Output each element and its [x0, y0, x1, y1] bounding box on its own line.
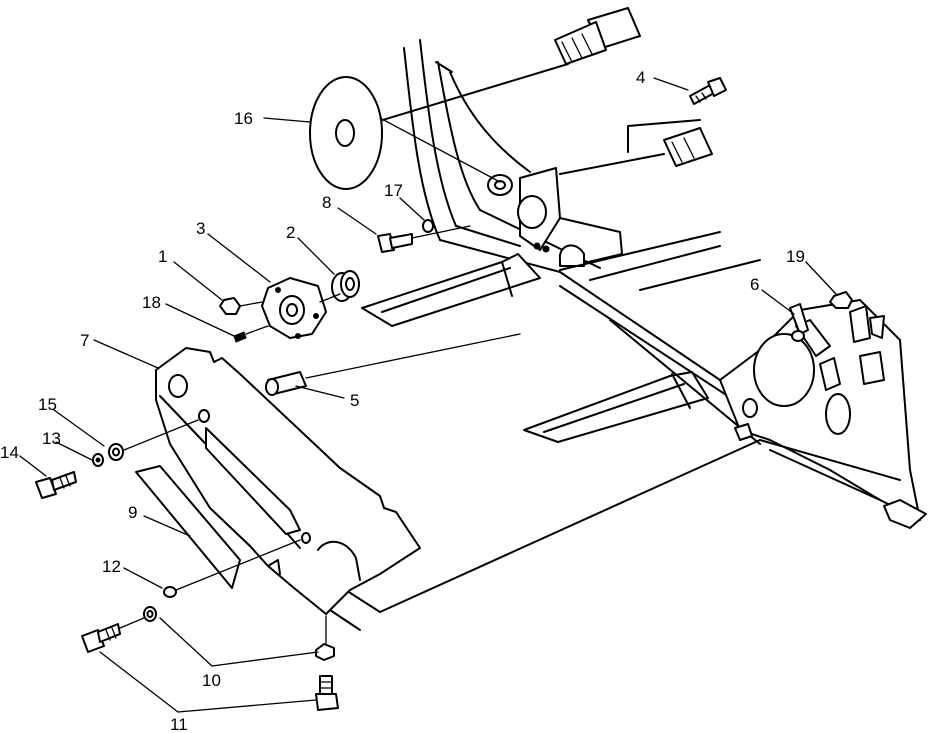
callout-19: 19 — [786, 247, 805, 266]
flange-part-3 — [261, 277, 341, 339]
bolt-part-8 — [377, 225, 471, 253]
bolt-part-11-bottom — [315, 675, 339, 711]
bolt-part-11-left — [81, 617, 145, 653]
nut-part-19 — [829, 291, 853, 309]
leader-lines — [19, 77, 837, 713]
callout-3: 3 — [196, 219, 205, 238]
callout-10: 10 — [202, 671, 221, 690]
callout-1: 1 — [158, 247, 167, 266]
callout-13: 13 — [42, 429, 61, 448]
lower-footrest — [523, 371, 709, 443]
washer-part-17 — [422, 219, 434, 233]
lockwasher-part-13 — [92, 453, 104, 467]
callout-4: 4 — [636, 68, 645, 87]
cover-part-7 — [155, 347, 421, 615]
sleeve-part-5 — [265, 333, 521, 396]
bushing-part-2 — [331, 270, 360, 302]
callout-2: 2 — [286, 223, 295, 242]
callout-7: 7 — [80, 331, 89, 350]
callout-labels: 1 2 3 4 5 6 7 8 9 10 11 12 13 14 15 16 1… — [0, 68, 805, 733]
callout-12: 12 — [102, 557, 121, 576]
callout-9: 9 — [128, 503, 137, 522]
callout-14: 14 — [0, 443, 19, 462]
callout-5: 5 — [350, 391, 359, 410]
lower-shaft — [559, 119, 713, 175]
washer-part-15 — [108, 419, 199, 461]
plug-part-12 — [163, 539, 301, 598]
callout-11: 11 — [170, 715, 188, 733]
disc-part-16 — [309, 76, 501, 190]
upper-shaft — [375, 7, 641, 123]
bolt-part-4 — [689, 77, 727, 105]
callout-6: 6 — [750, 275, 759, 294]
right-bracket — [559, 285, 927, 529]
upper-footrest — [361, 253, 541, 327]
nut-part-1 — [219, 297, 263, 315]
washer-part-10-bottom — [315, 615, 335, 661]
clip-part-6 — [789, 303, 809, 342]
callout-18: 18 — [142, 293, 161, 312]
callout-15: 15 — [38, 395, 57, 414]
callout-17: 17 — [384, 181, 403, 200]
chassis-frame — [403, 39, 761, 381]
washer-part-10-left — [143, 606, 157, 622]
bolt-part-14 — [35, 471, 77, 499]
pin-part-18 — [233, 325, 269, 343]
strip-part-9 — [135, 465, 241, 589]
callout-8: 8 — [322, 193, 331, 212]
callout-16: 16 — [234, 109, 253, 128]
